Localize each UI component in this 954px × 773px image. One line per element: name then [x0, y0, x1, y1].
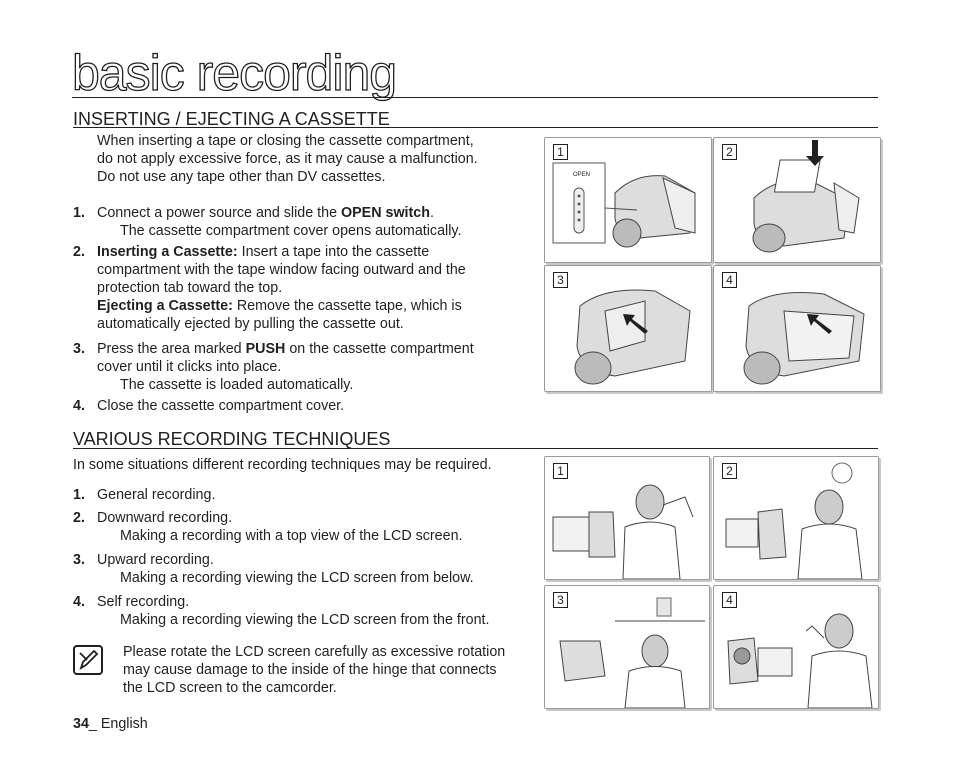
inserting-label: Inserting a Cassette: — [97, 244, 238, 260]
cassette-intro: When inserting a tape or closing the cas… — [97, 132, 478, 186]
cassette-illustration-2: 2 — [713, 137, 881, 263]
step-text: Insert a tape into the cassette — [237, 244, 430, 260]
technique-illustration-3: 3 — [544, 585, 710, 709]
step-3-line: Press the area marked PUSH on the casset… — [97, 340, 474, 358]
item-text: Downward recording. — [97, 510, 233, 526]
section-rule-cassette — [73, 127, 878, 128]
cassette-illustration-4: 4 — [713, 265, 881, 392]
item-text: Self recording. — [97, 594, 190, 610]
techniques-intro: In some situations different recording t… — [73, 457, 492, 473]
self-recording-drawing — [727, 613, 873, 708]
step-3-sub: The cassette is loaded automatically. — [120, 377, 354, 393]
panel-number: 4 — [722, 272, 737, 288]
step-1-text: Connect a power source and slide the OPE… — [97, 204, 434, 222]
push-label: PUSH — [245, 341, 286, 357]
camcorder-push-cover-drawing — [574, 289, 691, 385]
step-3-text: Press the area marked PUSH on the casset… — [97, 340, 474, 376]
step-number: 1. — [73, 205, 85, 221]
cassette-intro-line: do not apply excessive force, as it may … — [97, 151, 478, 167]
technique-illustration-2: 2 — [713, 456, 879, 580]
title-rule — [72, 97, 878, 98]
technique-illustration-4: 4 — [713, 585, 879, 709]
step-3-line: cover until it clicks into place. — [97, 359, 282, 375]
step-text: Connect a power source and slide the — [97, 205, 341, 221]
note-line: Please rotate the LCD screen carefully a… — [123, 644, 506, 660]
step-2-line: Ejecting a Cassette: Remove the cassette… — [97, 297, 466, 315]
panel-number: 2 — [722, 463, 737, 479]
cassette-illustration-1: 1 OPEN — [544, 137, 712, 263]
camcorder-open-switch-drawing — [552, 162, 696, 248]
panel-number: 1 — [553, 144, 568, 160]
step-text: Press the area marked — [97, 341, 246, 357]
page-title: basic recording — [71, 45, 397, 101]
section-heading-techniques: VARIOUS RECORDING TECHNIQUES — [73, 429, 391, 449]
step-text: . — [429, 205, 434, 221]
item-number: 4. — [73, 594, 85, 610]
item-sub: Making a recording viewing the LCD scree… — [120, 612, 490, 628]
item-number: 2. — [73, 510, 85, 526]
cassette-intro-line: Do not use any tape other than DV casset… — [97, 169, 386, 185]
cassette-illustration-3: 3 — [544, 265, 712, 392]
page-footer: 34_ English — [73, 716, 148, 732]
step-2-text: Inserting a Cassette: Insert a tape into… — [97, 243, 466, 333]
note-line: may cause damage to the inside of the hi… — [123, 662, 497, 678]
upward-recording-drawing — [559, 597, 705, 708]
item-sub: Making a recording with a top view of th… — [120, 528, 463, 544]
panel-number: 4 — [722, 592, 737, 608]
item-number: 1. — [73, 487, 85, 503]
step-4-text: Close the cassette compartment cover. — [97, 398, 345, 414]
camcorder-close-cover-drawing — [743, 292, 865, 385]
open-switch-label: OPEN switch — [341, 205, 430, 221]
step-2-line: protection tab toward the top. — [97, 280, 283, 296]
technique-panels-row-1: 1 2 — [544, 456, 879, 580]
cassette-intro-line: When inserting a tape or closing the cas… — [97, 133, 474, 149]
item-number: 3. — [73, 552, 85, 568]
step-text: on the cassette compartment — [285, 341, 474, 357]
camcorder-insert-tape-drawing — [752, 140, 860, 253]
panel-number: 1 — [553, 463, 568, 479]
footer-language: English — [100, 716, 148, 732]
step-2-line: automatically ejected by pulling the cas… — [97, 316, 404, 332]
pencil-icon — [79, 649, 99, 671]
open-label: OPEN — [573, 172, 591, 178]
page-number: 34 — [73, 716, 89, 732]
step-number: 2. — [73, 244, 85, 260]
footer-separator: _ — [88, 716, 101, 732]
step-number: 4. — [73, 398, 85, 414]
note-text: Please rotate the LCD screen carefully a… — [123, 643, 505, 697]
item-text: General recording. — [97, 487, 216, 503]
step-2-line: Inserting a Cassette: Insert a tape into… — [97, 243, 466, 261]
panel-number: 3 — [553, 592, 568, 608]
technique-panels-row-2: 3 4 — [544, 585, 879, 709]
step-number: 3. — [73, 341, 85, 357]
technique-illustration-1: 1 — [544, 456, 710, 580]
panel-number: 2 — [722, 144, 737, 160]
section-rule-techniques — [73, 448, 878, 449]
note-icon — [73, 645, 103, 675]
general-recording-drawing — [552, 484, 694, 579]
note-line: the LCD screen to the camcorder. — [123, 680, 337, 696]
step-text: Remove the cassette tape, which is — [232, 298, 462, 314]
section-heading-cassette: INSERTING / EJECTING A CASSETTE — [73, 109, 390, 129]
step-1-sub: The cassette compartment cover opens aut… — [120, 223, 462, 239]
item-text: Upward recording. — [97, 552, 214, 568]
step-2-line: compartment with the tape window facing … — [97, 262, 466, 278]
panel-number: 3 — [553, 272, 568, 288]
ejecting-label: Ejecting a Cassette: — [97, 298, 233, 314]
item-sub: Making a recording viewing the LCD scree… — [120, 570, 474, 586]
downward-recording-drawing — [725, 462, 863, 579]
